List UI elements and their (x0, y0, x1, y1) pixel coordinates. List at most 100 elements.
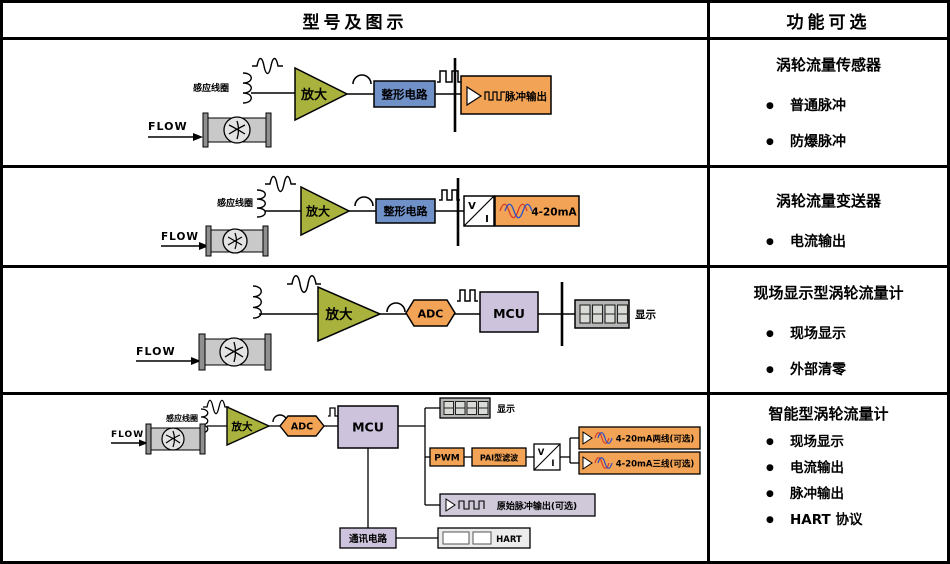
function-item: ● 外部清零 (710, 361, 947, 379)
pipe-turbine (205, 225, 269, 257)
square-pulse-icon (437, 70, 461, 83)
function-item-label: 外部清零 (790, 362, 846, 378)
bullet-icon: ● (766, 237, 774, 247)
adc-hexagon (405, 299, 456, 327)
coil-label: 感应线圈 (166, 413, 198, 423)
pipe-turbine (202, 112, 272, 148)
hart-chip-icon (442, 531, 470, 545)
mcu-label: MCU (352, 420, 384, 435)
flow-label: FLOW (148, 120, 188, 133)
row-divider-3 (0, 392, 950, 395)
row-divider-2 (0, 265, 950, 268)
pwm-label: PWM (434, 454, 460, 464)
amplifier-triangle (226, 405, 271, 447)
function-item: ● 脉冲输出 (710, 485, 947, 503)
adc-label: ADC (418, 308, 444, 321)
mcu-box (337, 405, 399, 449)
rotor-icon (165, 430, 181, 448)
function-item-label: 普通脉冲 (790, 98, 846, 114)
function-item: ● 防爆脉冲 (710, 133, 947, 151)
pulse-train-icon (484, 91, 505, 101)
function-item: ● 电流输出 (710, 459, 947, 477)
pipe-flange-right (262, 225, 269, 257)
bullet-icon: ● (766, 515, 774, 525)
sine-blue-icon (504, 203, 533, 219)
hart-chip-icon (472, 531, 492, 545)
function-item-label: 电流输出 (790, 460, 844, 476)
raw-pulse-box (439, 493, 596, 517)
analog-pulse-icon (352, 74, 372, 85)
header-divider (0, 37, 950, 40)
rotor-icon (228, 120, 246, 140)
vi-i-label: I (485, 214, 489, 225)
vi-v-label: V (468, 201, 476, 212)
function-item: ● 现场显示 (710, 325, 947, 343)
wires (136, 282, 575, 362)
display-label: 显示 (497, 404, 515, 415)
function-cell-intelligent-meter: 智能型涡轮流量计 ● 现场显示 ● 电流输出 ● 脉冲输出 ● HART 协议 (710, 395, 947, 561)
hart-module: HART (437, 527, 531, 549)
function-item: ● 电流输出 (710, 233, 947, 251)
rotor-housing (223, 116, 251, 144)
header-models-label: 型号及图示 (302, 12, 408, 33)
sine-blue-icon (597, 457, 613, 469)
out-2wire-label: 4-20mA两线(可选) (616, 434, 695, 445)
raw-pulse-label: 原始脉冲输出(可选) (497, 500, 577, 512)
pipe-flange-left (145, 423, 152, 455)
function-item: ● 普通脉冲 (710, 97, 947, 115)
amplifier-label: 放大 (300, 87, 327, 103)
pipe-flange-left (205, 225, 212, 257)
filter-label: PAI型滤波 (480, 453, 519, 463)
function-item-label: HART 协议 (790, 512, 863, 528)
analog-pulse-icon (354, 196, 374, 207)
pipe-flange-left (198, 333, 206, 371)
comparator-icon (582, 431, 593, 445)
pipe-flange-right (265, 112, 272, 148)
pipe-turbine (145, 423, 206, 455)
header-models: 型号及图示 (3, 3, 707, 37)
out-3wire-label: 4-20mA三线(可选) (616, 459, 695, 470)
comparator-icon (445, 498, 456, 512)
flow-label: FLOW (111, 430, 144, 440)
pipe-flange-right (199, 423, 206, 455)
noise-wave-icon (287, 275, 321, 293)
amplifier-label: 放大 (231, 420, 253, 433)
border-bottom (0, 561, 950, 564)
noise-wave-icon (265, 175, 296, 193)
function-title: 涡轮流量变送器 (775, 192, 881, 210)
column-divider (707, 0, 710, 564)
mcu-label: MCU (493, 306, 525, 321)
current-output-label: 4-20mA (531, 207, 577, 219)
bullet-icon: ● (766, 437, 774, 447)
shaping-box (373, 80, 436, 108)
wires (111, 407, 579, 539)
comparator-icon (466, 85, 483, 107)
pulse-output-label: 脉冲输出 (504, 90, 547, 103)
amplifier-triangle (317, 285, 382, 343)
flow-label: FLOW (136, 345, 176, 358)
noise-wave-icon (203, 399, 229, 415)
shaping-label: 整形电路 (383, 204, 429, 218)
function-item-label: 脉冲输出 (790, 486, 844, 502)
border-right (947, 0, 950, 564)
coil-label: 感应线圈 (193, 82, 229, 94)
square-pulse-icon (439, 189, 460, 201)
function-item: ● 现场显示 (710, 433, 947, 451)
function-cell-display-meter: 现场显示型涡轮流量计 ● 现场显示 ● 外部清零 (710, 268, 947, 392)
pipe-flange-left (202, 112, 209, 148)
adc-hexagon (279, 415, 325, 437)
bullet-icon: ● (766, 365, 774, 375)
comm-box (339, 527, 397, 549)
noise-wave-icon (252, 57, 283, 75)
function-title: 现场显示型涡轮流量计 (753, 284, 904, 302)
rotor-icon (224, 341, 244, 363)
flow-arrowhead-icon (139, 439, 148, 447)
bullet-icon: ● (766, 463, 774, 473)
function-cell-transmitter: 涡轮流量变送器 ● 电流输出 (710, 168, 947, 265)
wires (161, 178, 464, 247)
vi-diagonal (533, 443, 561, 471)
amplifier-triangle (300, 185, 351, 237)
pipe-turbine (198, 333, 272, 371)
border-left (0, 0, 3, 564)
current-output-3wire: 4-20mA三线(可选) (578, 451, 701, 475)
